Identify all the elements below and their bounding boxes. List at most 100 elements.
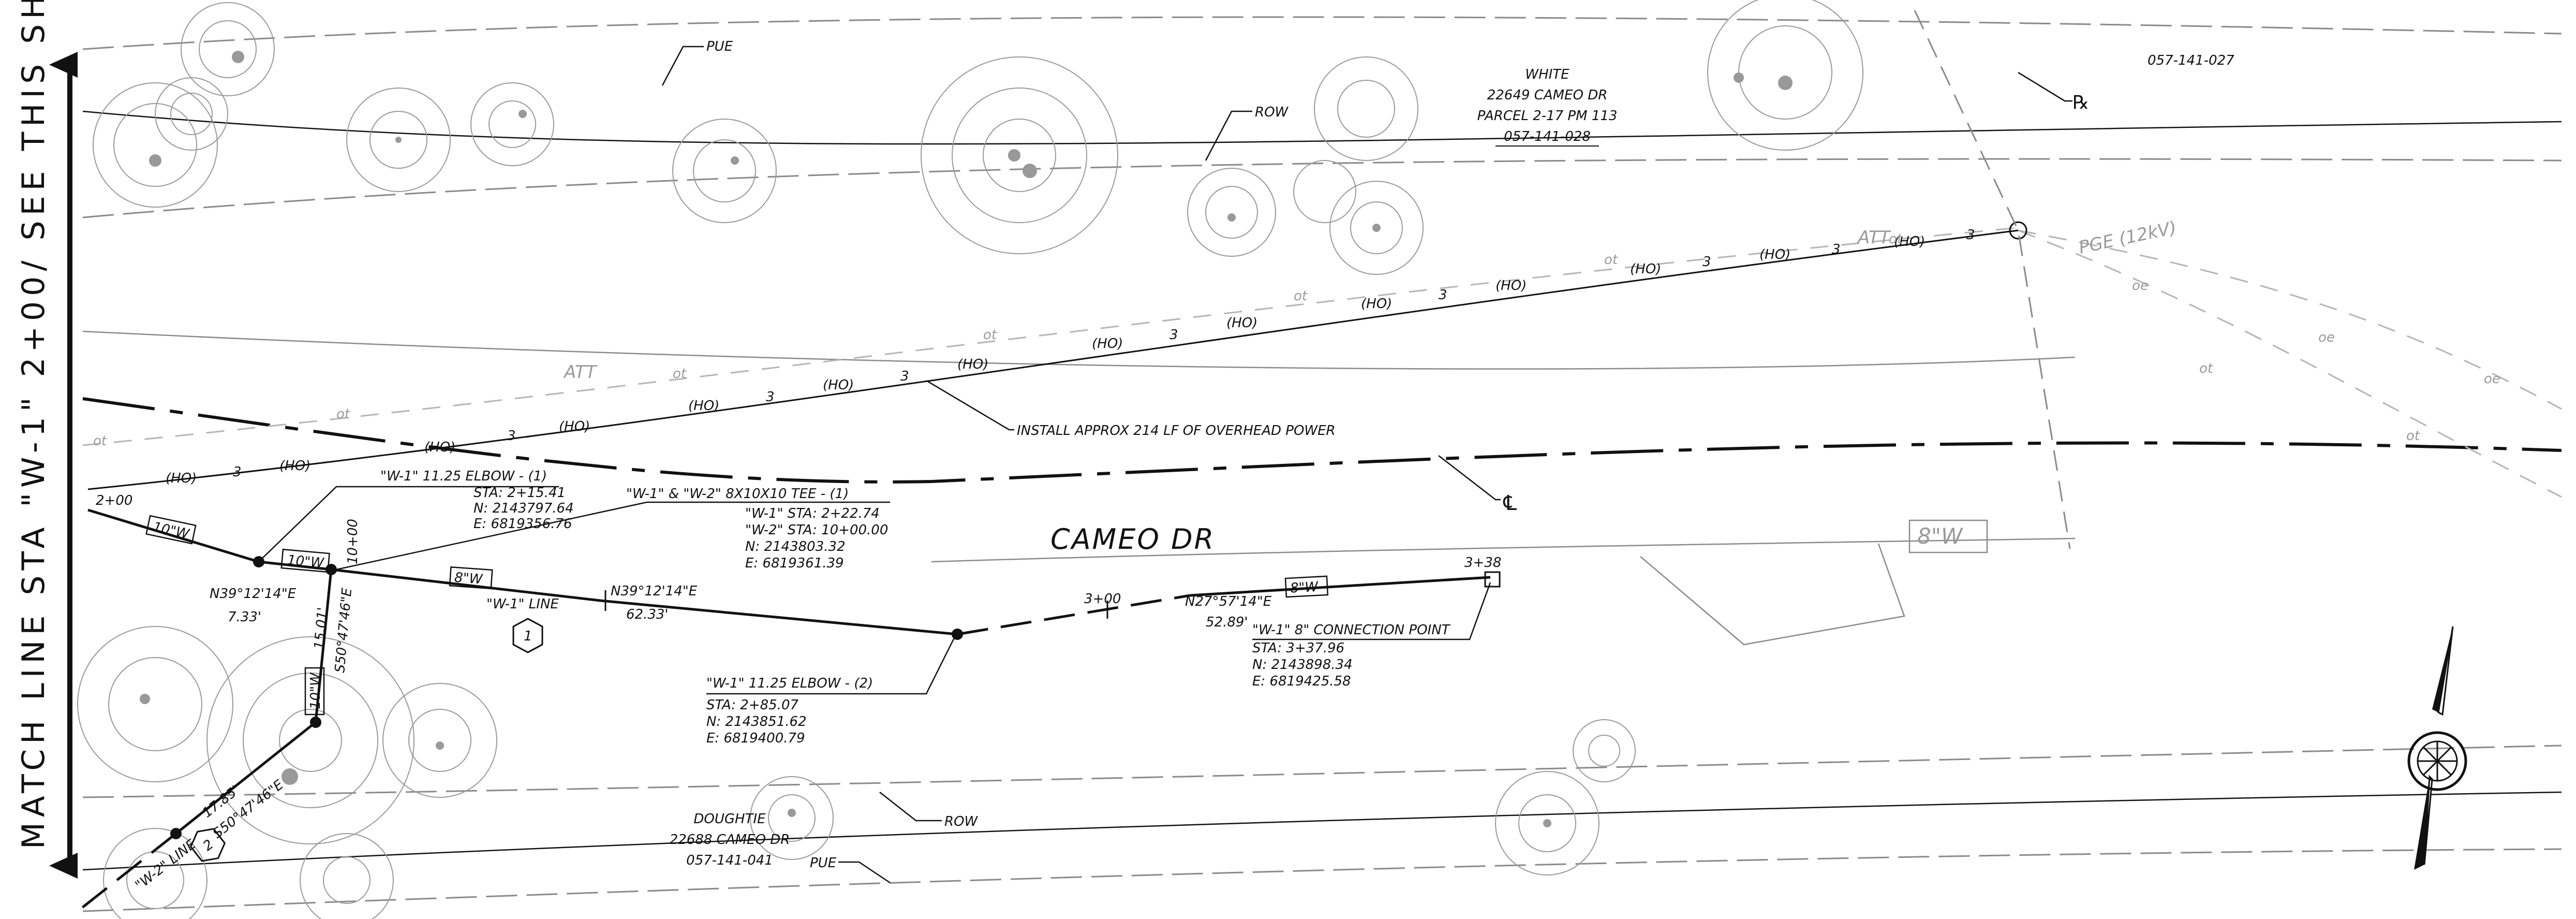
svg-text:N: 2143797.64: N: 2143797.64 bbox=[473, 501, 574, 516]
pipe-tags: 10"W 10"W 10"W 8"W 8"W 8"W bbox=[145, 515, 1988, 716]
tree-icon bbox=[921, 56, 1118, 254]
ho-symbol: (HO) bbox=[1226, 315, 1257, 331]
ot-symbol: ot bbox=[1604, 252, 1618, 268]
station-label: 2+00 bbox=[96, 493, 132, 508]
tree-icon bbox=[672, 119, 777, 223]
w1-line-label: "W-1" LINE bbox=[486, 596, 559, 612]
tree-icon bbox=[1573, 719, 1636, 782]
ho-symbol: (HO) bbox=[279, 458, 310, 474]
ot-symbol: ot bbox=[2406, 428, 2420, 444]
tree-icon bbox=[1495, 771, 1600, 876]
ho-symbol: (HO) bbox=[957, 357, 988, 372]
callout-elbow-1: "W-1" 11.25 ELBOW - (1) STA: 2+15.41 N: … bbox=[261, 469, 574, 560]
three-symbol: 3 bbox=[1832, 242, 1841, 257]
match-line-label: MATCH LINE STA "W-1" 2+00/ SEE THIS SHT bbox=[16, 0, 52, 849]
svg-text:22688 CAMEO DR: 22688 CAMEO DR bbox=[670, 832, 790, 848]
svg-text:22649 CAMEO DR: 22649 CAMEO DR bbox=[1487, 87, 1608, 103]
pue-label: PUE bbox=[810, 855, 837, 871]
three-symbol: 3 bbox=[766, 389, 775, 405]
station-label: 3+00 bbox=[1084, 591, 1121, 607]
distance-label: 15.01' bbox=[312, 607, 331, 650]
tree-icon bbox=[93, 82, 218, 208]
overhead-symbols: (HO) (HO) (HO) (HO) (HO) (HO) (HO) (HO) … bbox=[93, 227, 2500, 486]
station-label: 10+00 bbox=[345, 519, 361, 564]
distance-label: 52.89' bbox=[1206, 615, 1248, 630]
att-label: ATT bbox=[563, 362, 598, 383]
bearing-label: N39°12'14"E bbox=[210, 586, 297, 602]
tree-icon bbox=[1293, 160, 1356, 223]
svg-text:"W-1" 11.25 ELBOW - (1): "W-1" 11.25 ELBOW - (1) bbox=[380, 469, 547, 484]
svg-text:057-141-028: 057-141-028 bbox=[1504, 129, 1591, 144]
property-line-symbol: ℞ bbox=[2072, 92, 2089, 113]
ot-symbol: ot bbox=[673, 366, 687, 382]
ho-symbol: (HO) bbox=[166, 471, 197, 486]
trees bbox=[77, 0, 1863, 919]
svg-text:PARCEL 2-17 PM 113: PARCEL 2-17 PM 113 bbox=[1477, 108, 1618, 124]
svg-text:"W-1" 8" CONNECTION POINT: "W-1" 8" CONNECTION POINT bbox=[1252, 622, 1451, 638]
svg-text:N: 2143803.32: N: 2143803.32 bbox=[745, 539, 846, 555]
tree-icon bbox=[750, 776, 834, 860]
ot-symbol: ot bbox=[336, 406, 350, 422]
oe-symbol: oe bbox=[2132, 278, 2149, 294]
callout-tee: "W-1" & "W-2" 8X10X10 TEE - (1) "W-1" ST… bbox=[336, 486, 890, 571]
three-symbol: 3 bbox=[507, 428, 516, 444]
att-label: ATT bbox=[1857, 227, 1891, 248]
ot-symbol: ot bbox=[2199, 361, 2213, 376]
svg-text:E: 6819425.58: E: 6819425.58 bbox=[1252, 674, 1351, 689]
station-label: 3+38 bbox=[1464, 555, 1501, 571]
existing-pipe-tag: 8"W bbox=[1917, 523, 1963, 549]
bearing-label: N27°57'14"E bbox=[1185, 594, 1272, 609]
tree-icon bbox=[300, 833, 394, 919]
tree-icon bbox=[1187, 168, 1276, 257]
ho-symbol: (HO) bbox=[1496, 278, 1527, 294]
match-line: MATCH LINE STA "W-1" 2+00/ SEE THIS SHT bbox=[16, 0, 78, 879]
svg-text:WHITE: WHITE bbox=[1525, 67, 1570, 82]
tree-icon bbox=[77, 626, 233, 782]
tree-icon bbox=[382, 683, 497, 798]
ho-symbol: (HO) bbox=[559, 419, 590, 434]
street-name: CAMEO DR bbox=[1050, 523, 1215, 556]
w2-water-line bbox=[77, 569, 333, 912]
bearings: N39°12'14"E 7.33' N39°12'14"E 62.33' N27… bbox=[200, 584, 1272, 842]
three-symbol: 3 bbox=[900, 369, 909, 384]
centerline-symbol: ℄ bbox=[1501, 491, 1519, 515]
ho-symbol: (HO) bbox=[1894, 234, 1925, 250]
three-symbol: 3 bbox=[1966, 227, 1975, 243]
ot-symbol: ot bbox=[1294, 288, 1308, 304]
svg-text:N: 2143898.34: N: 2143898.34 bbox=[1252, 657, 1353, 673]
ot-symbol: ot bbox=[1889, 231, 1903, 247]
svg-text:STA: 2+85.07: STA: 2+85.07 bbox=[706, 697, 799, 713]
owner-south: DOUGHTIE 22688 CAMEO DR 057-141-041 bbox=[670, 811, 790, 868]
tree-icon bbox=[155, 77, 228, 151]
ho-symbol: (HO) bbox=[1630, 261, 1661, 277]
row-label: ROW bbox=[1255, 105, 1289, 120]
row-label: ROW bbox=[944, 814, 979, 829]
tree-icon bbox=[181, 2, 275, 96]
ot-symbol: ot bbox=[93, 433, 107, 449]
tree-icon bbox=[1707, 0, 1863, 151]
tree-icon bbox=[346, 87, 451, 192]
svg-text:E: 6819361.39: E: 6819361.39 bbox=[745, 556, 844, 571]
oe-symbol: oe bbox=[2484, 371, 2500, 387]
svg-text:"W-1" STA: 2+22.74: "W-1" STA: 2+22.74 bbox=[745, 506, 880, 521]
svg-text:057-141-041: 057-141-041 bbox=[686, 853, 773, 868]
pipe-tag: 10"W bbox=[287, 552, 325, 571]
svg-text:"W-2" STA: 10+00.00: "W-2" STA: 10+00.00 bbox=[745, 522, 888, 538]
ho-symbol: (HO) bbox=[1092, 336, 1123, 352]
svg-text:E: 6819400.79: E: 6819400.79 bbox=[706, 731, 805, 746]
pipe-tag: 10"W bbox=[308, 672, 323, 709]
three-symbol: 3 bbox=[233, 464, 242, 480]
svg-text:2: 2 bbox=[200, 837, 217, 854]
svg-text:"W-1" 11.25 ELBOW - (2): "W-1" 11.25 ELBOW - (2) bbox=[706, 676, 873, 691]
tree-icon bbox=[1314, 56, 1418, 161]
callout-elbow-2: "W-1" 11.25 ELBOW - (2) STA: 2+85.07 N: … bbox=[706, 636, 956, 746]
north-arrow-icon bbox=[2407, 626, 2467, 870]
pge-label: PGE (12kV) bbox=[2077, 217, 2179, 258]
pipe-tag: 8"W bbox=[1290, 579, 1319, 596]
svg-text:STA: 2+15.41: STA: 2+15.41 bbox=[473, 485, 566, 501]
svg-text:DOUGHTIE: DOUGHTIE bbox=[693, 811, 766, 827]
ho-symbol: (HO) bbox=[1759, 247, 1790, 262]
svg-text:INSTALL APPROX 214 LF OF OVERH: INSTALL APPROX 214 LF OF OVERHEAD POWER bbox=[1017, 423, 1336, 439]
hex-tag-1: 1 bbox=[512, 618, 543, 653]
owner-north: WHITE 22649 CAMEO DR PARCEL 2-17 PM 113 … bbox=[1477, 67, 1618, 147]
